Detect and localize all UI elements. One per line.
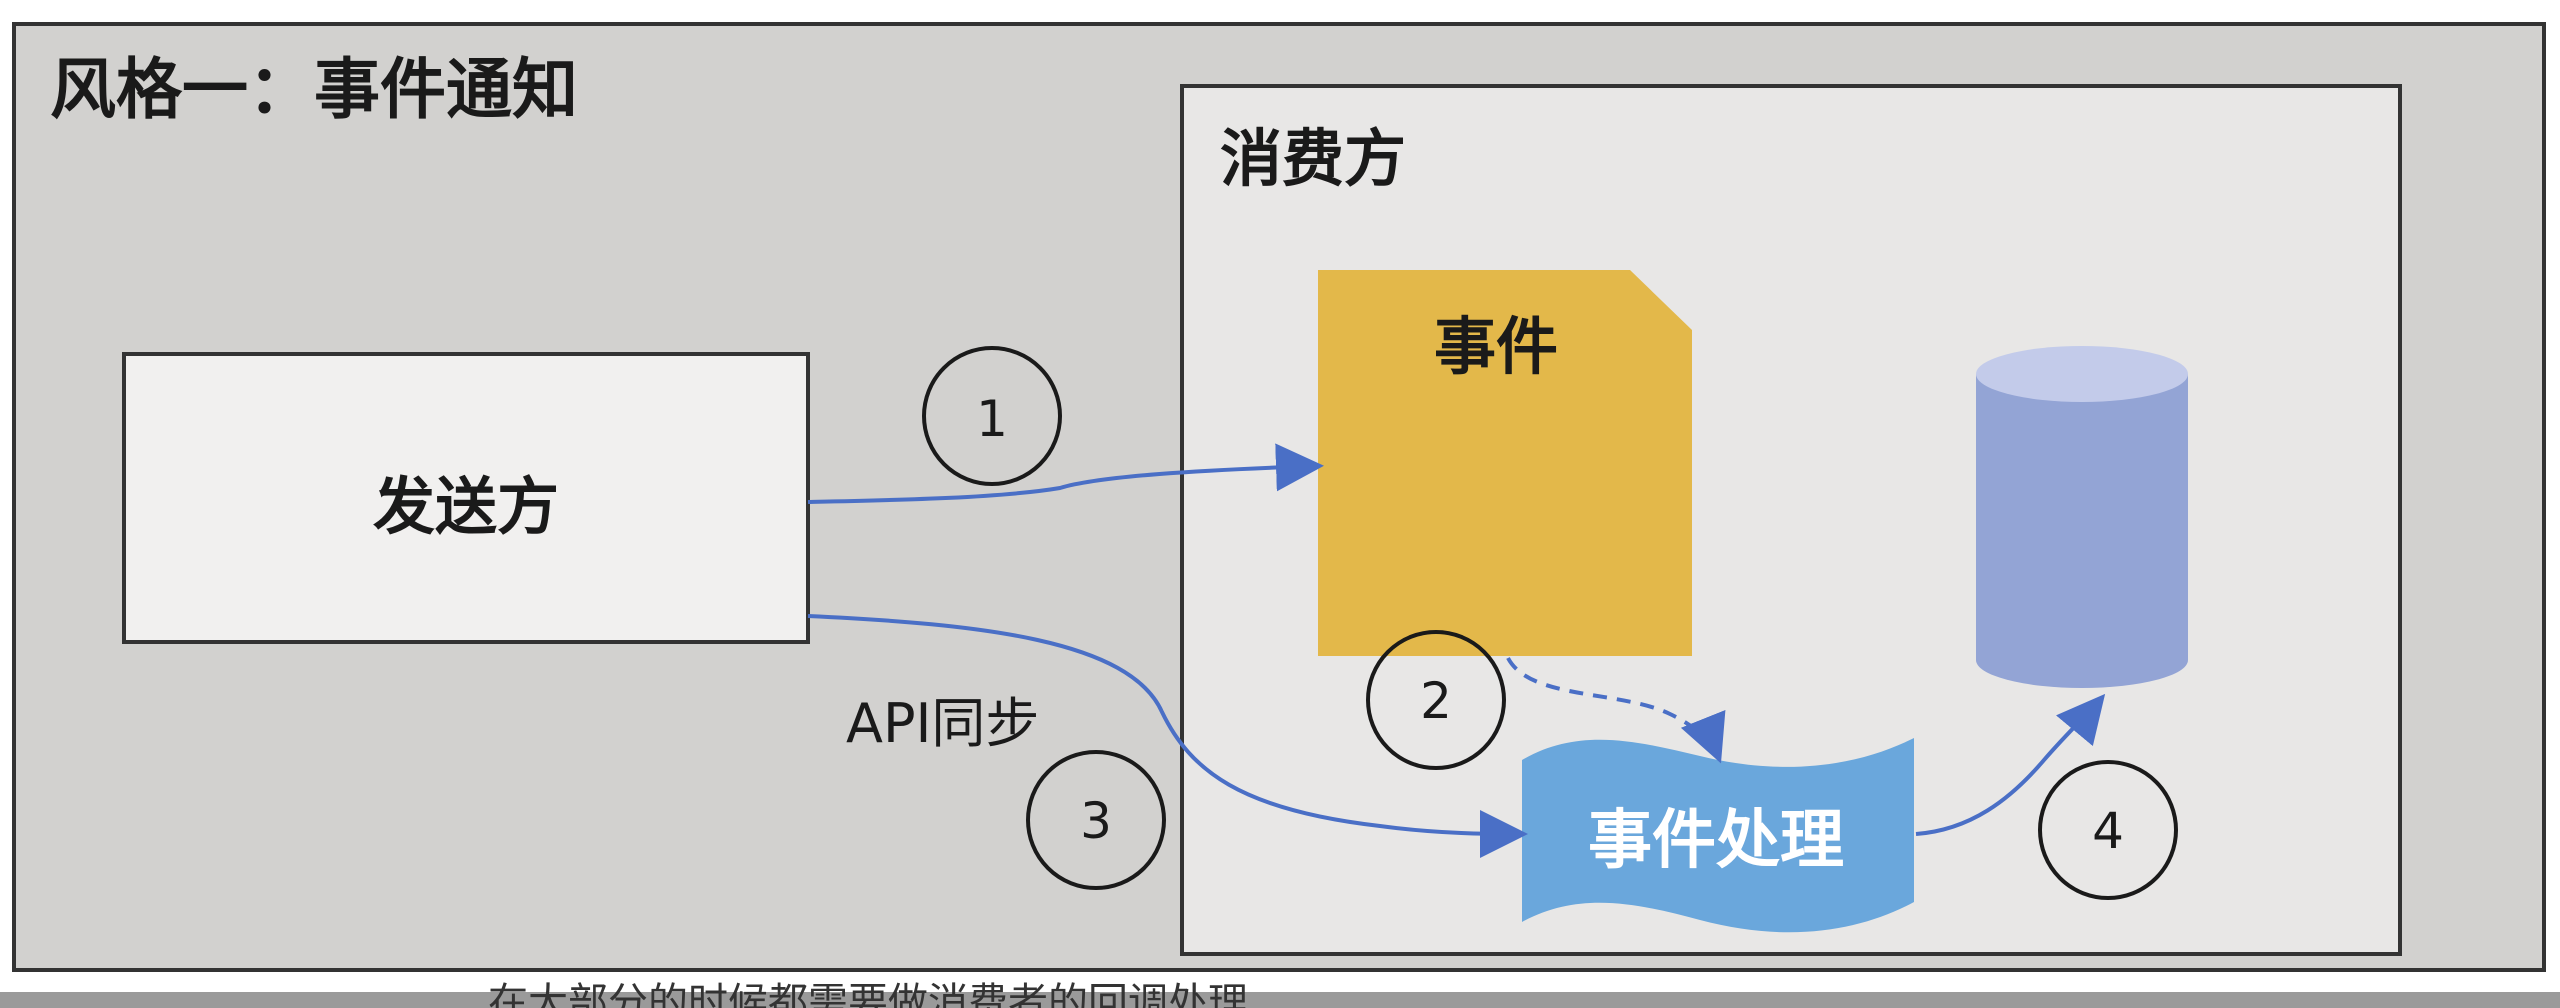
step-circle-2: 2 bbox=[1366, 630, 1506, 770]
diagram-title: 风格一：事件通知 bbox=[50, 51, 578, 128]
step-number-3: 3 bbox=[1080, 792, 1112, 850]
arrow-handler-db bbox=[1915, 693, 2106, 836]
step-number-2: 2 bbox=[1420, 672, 1452, 730]
step-circle-3: 3 bbox=[1026, 750, 1166, 890]
consumer-label: 消费方 bbox=[1220, 122, 1406, 195]
event-handler-label: 事件处理 bbox=[1588, 804, 1844, 878]
step-circle-1: 1 bbox=[922, 346, 1062, 486]
arrow-send-event bbox=[807, 443, 1324, 504]
arrow-api-sync bbox=[807, 614, 1528, 858]
event-handler-shape bbox=[1522, 738, 1914, 933]
arrow-event-handler bbox=[1506, 656, 1726, 764]
database-icon bbox=[1976, 346, 2188, 688]
step-circle-4: 4 bbox=[2038, 760, 2178, 900]
sender-box bbox=[122, 352, 810, 644]
bottom-strip bbox=[0, 992, 2560, 1008]
bottom-strip-text: 在大部分的时候都需要做消费者的回调处理 bbox=[488, 980, 1248, 1008]
step-number-4: 4 bbox=[2092, 802, 2124, 860]
event-label: 事件 bbox=[1434, 310, 1558, 383]
api-sync-label: API同步 bbox=[846, 692, 1039, 755]
sender-label: 发送方 bbox=[373, 470, 559, 543]
step-number-1: 1 bbox=[976, 390, 1008, 448]
event-document bbox=[1318, 270, 1692, 656]
